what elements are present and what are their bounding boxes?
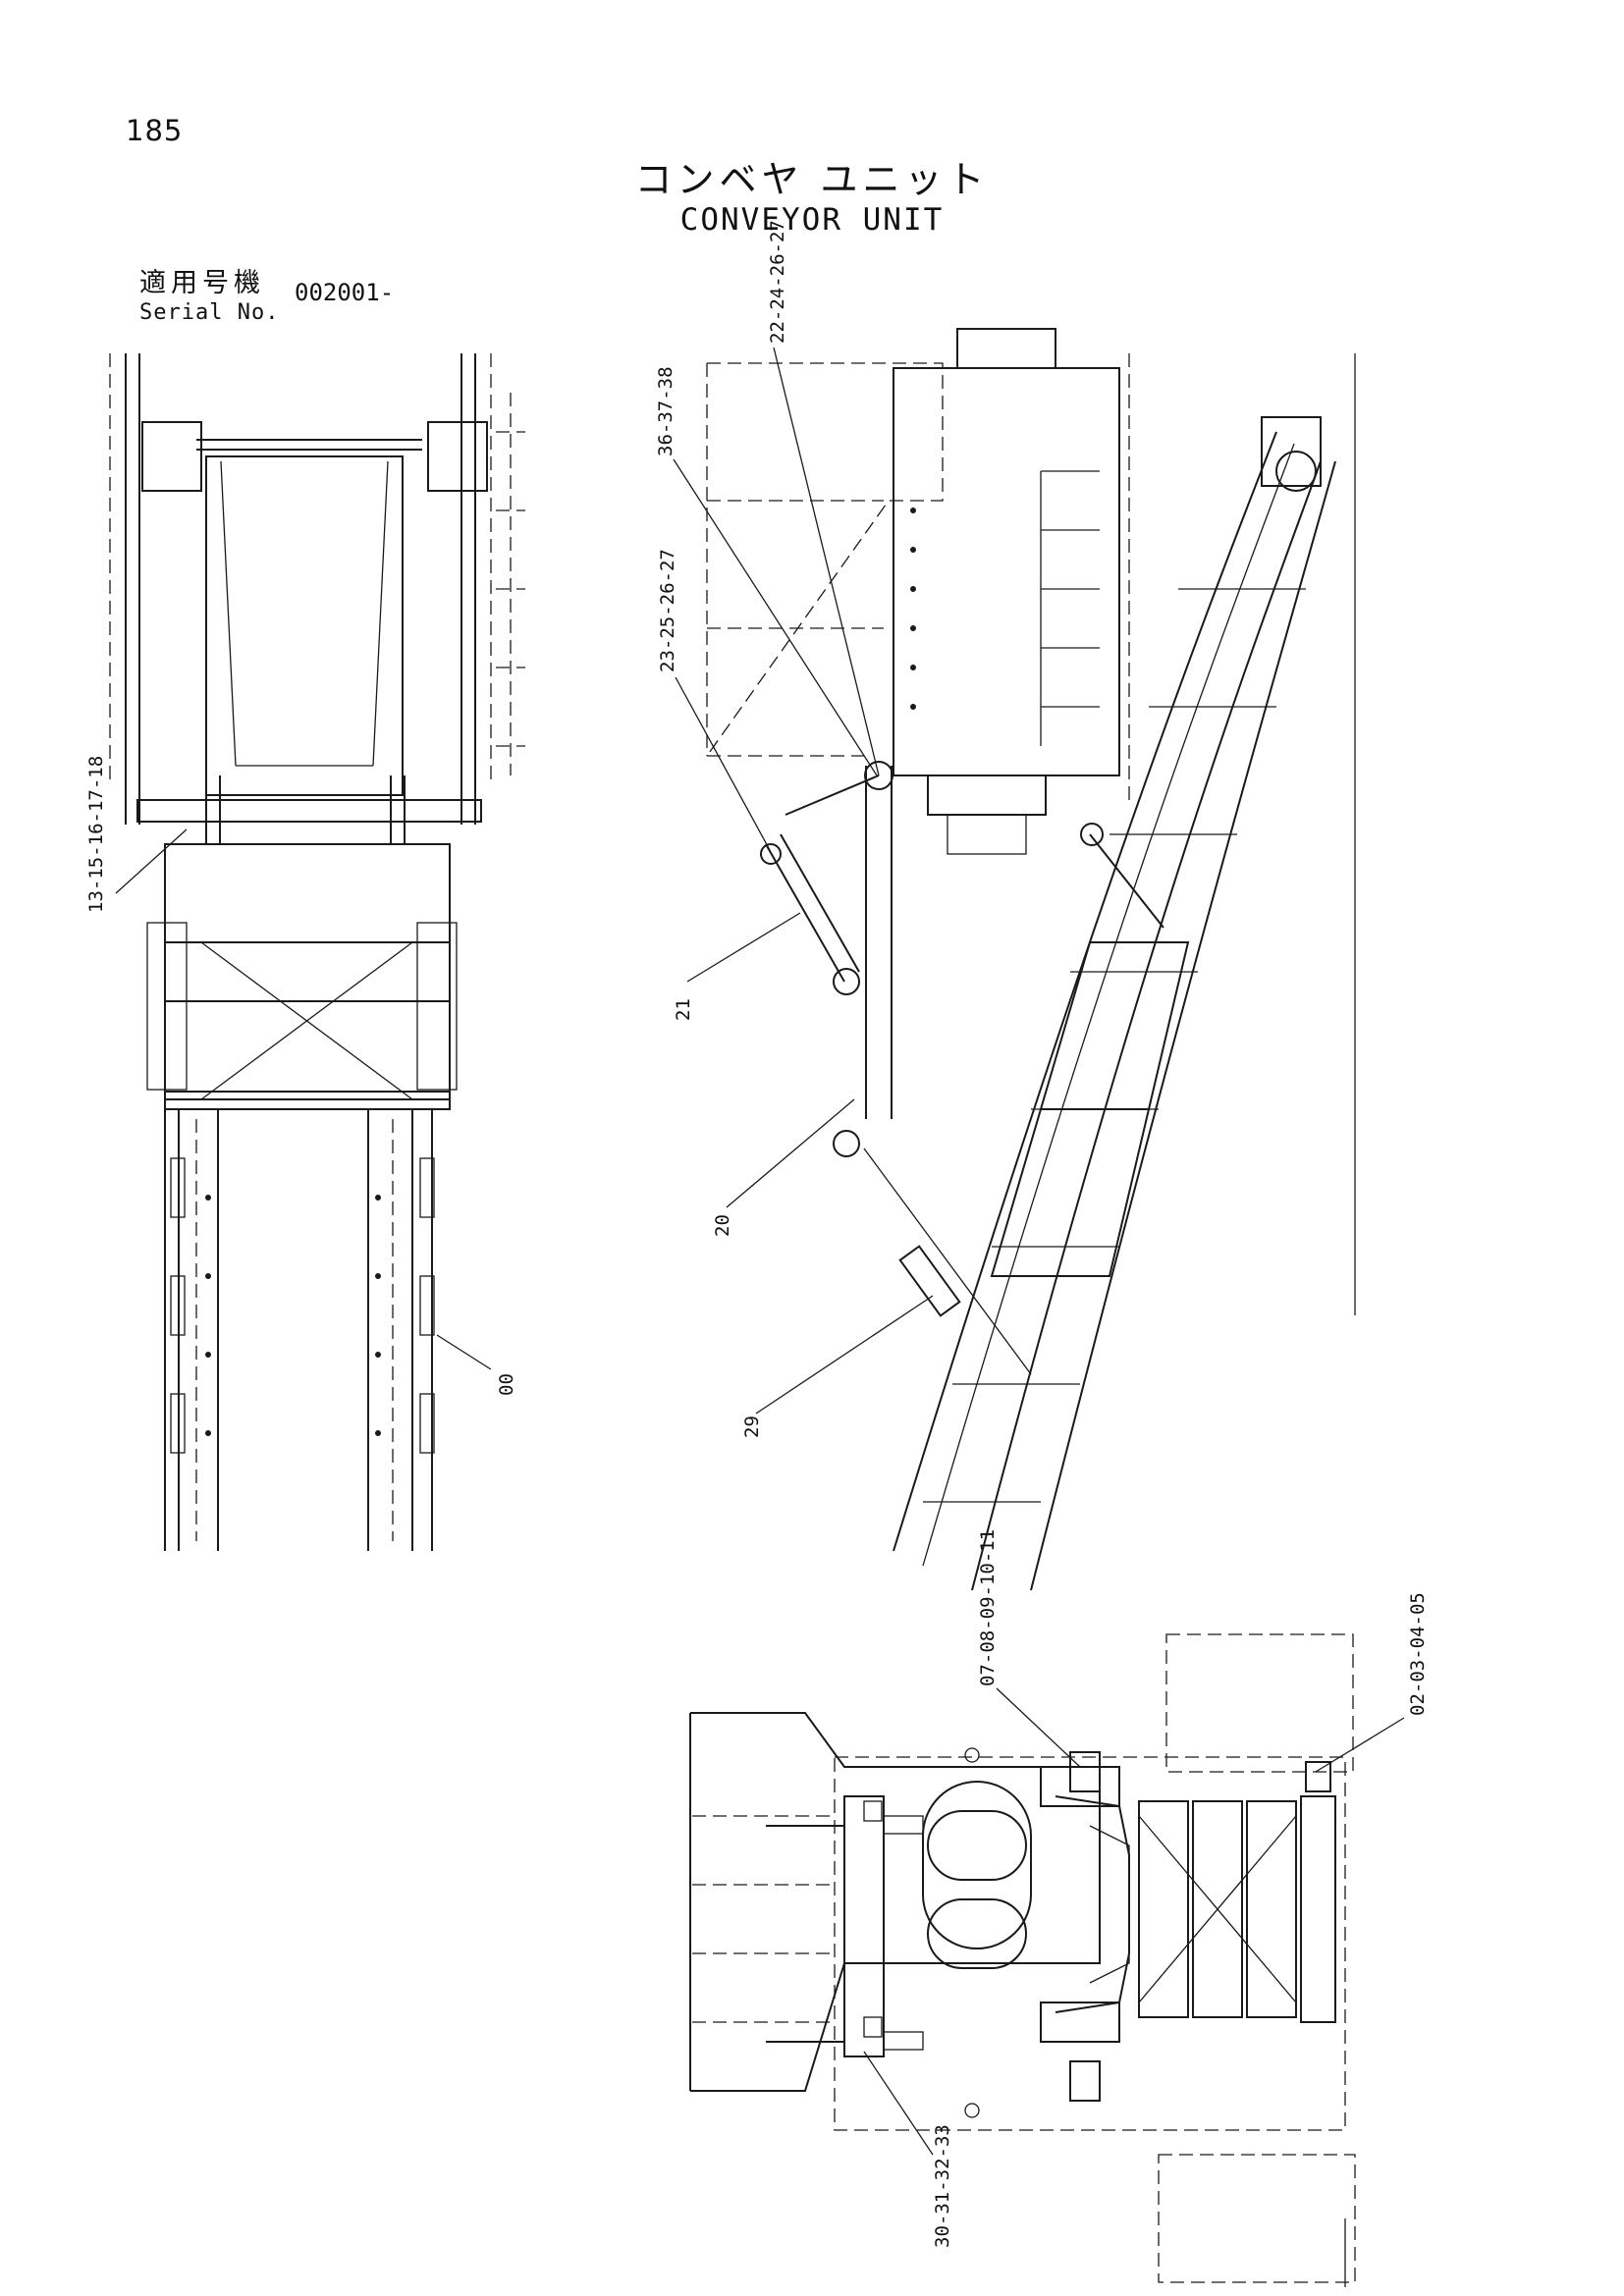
callout-00: 00 <box>496 1373 517 1396</box>
left-top-view <box>109 353 525 1551</box>
callout-02-03-04-05: 02-03-04-05 <box>1407 1592 1429 1716</box>
callout-23-25-26-27: 23-25-26-27 <box>657 549 678 672</box>
callout-13-15-16-17-18: 13-15-16-17-18 <box>85 756 107 913</box>
serial-number-value: 002001- <box>295 279 395 306</box>
serial-label-japanese: 適用号機 <box>139 268 265 298</box>
plan-view <box>689 1633 1405 2287</box>
serial-label-english: Serial No. <box>139 300 280 325</box>
callout-30-31-32-33: 30-31-32-33 <box>932 2124 953 2248</box>
callout-29: 29 <box>741 1415 763 1438</box>
callout-20: 20 <box>712 1214 733 1237</box>
title-japanese: コンベヤ ユニット <box>634 158 990 201</box>
callout-36-37-38: 36-37-38 <box>655 366 677 456</box>
side-view <box>673 328 1356 1591</box>
callout-21: 21 <box>673 998 694 1021</box>
callout-07-08-09-10-11: 07-08-09-10-11 <box>977 1529 999 1686</box>
title-english: CONVEYOR UNIT <box>679 202 945 238</box>
page-number: 185 <box>126 114 184 147</box>
callout-22-24-26-27: 22-24-26-27 <box>767 220 788 344</box>
